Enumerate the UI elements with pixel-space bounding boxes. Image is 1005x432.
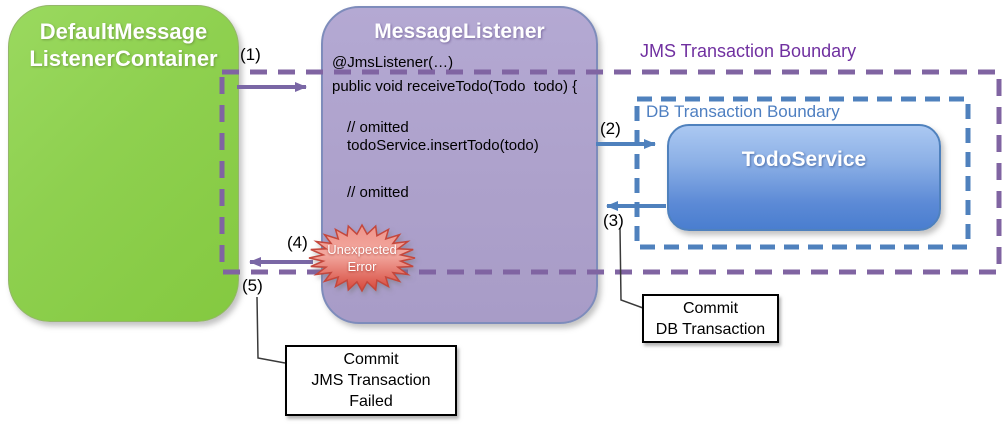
message-listener-title: MessageListener xyxy=(374,20,545,43)
code-omitted-1: // omitted xyxy=(347,119,409,136)
db-boundary-label: DB Transaction Boundary xyxy=(646,102,840,121)
listener-container-title-line1: DefaultMessage xyxy=(39,19,208,44)
connector-jms-failed-callout xyxy=(256,296,286,364)
step-label-5: (5) xyxy=(242,276,263,295)
code-insert-todo-call: todoService.insertTodo(todo) xyxy=(347,137,539,154)
jms-transaction-boundary-outline xyxy=(219,69,1002,275)
code-omitted-2: // omitted xyxy=(347,184,409,201)
listener-container-title-line2: ListenerContainer xyxy=(29,46,218,71)
error-burst-label: Unexpected Error xyxy=(312,233,412,283)
callout-db-line1: Commit xyxy=(682,299,739,317)
code-receive-todo-signature: public void receiveTodo(Todo todo) { xyxy=(332,78,578,95)
todo-service-box: TodoService xyxy=(667,124,941,231)
callout-jms-line2: JMS Transaction xyxy=(311,372,431,389)
jms-boundary-label: JMS Transaction Boundary xyxy=(640,41,857,61)
code-jms-listener-annotation: @JmsListener(…) xyxy=(332,54,454,71)
listener-container-box: DefaultMessage ListenerContainer xyxy=(8,5,239,322)
step-label-3: (3) xyxy=(603,211,624,230)
error-burst-line1: Unexpected xyxy=(327,242,397,257)
connector-db-commit-callout xyxy=(619,227,644,309)
listener-container-title: DefaultMessage ListenerContainer xyxy=(9,18,238,72)
todo-service-title: TodoService xyxy=(741,148,867,171)
step-label-2: (2) xyxy=(600,119,621,138)
step-label-4: (4) xyxy=(287,233,308,252)
callout-db-line2: DB Transaction xyxy=(655,320,766,338)
callout-jms-line1: Commit xyxy=(343,351,399,368)
callout-commit-jms-transaction-failed: Commit JMS Transaction Failed xyxy=(285,345,457,416)
error-burst-shape xyxy=(308,223,416,293)
error-burst-line2: Error xyxy=(347,259,377,274)
callout-commit-db-transaction: Commit DB Transaction xyxy=(642,294,779,343)
step-label-1: (1) xyxy=(240,45,261,64)
callout-jms-line3: Failed xyxy=(349,393,393,410)
